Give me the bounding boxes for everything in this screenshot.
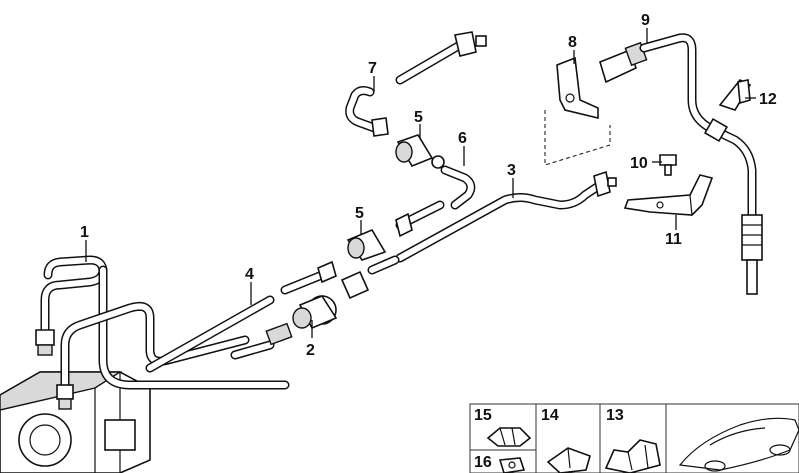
- leader-lines: [85, 28, 756, 338]
- brake-line-1[interactable]: [35, 255, 290, 390]
- callout-3: 3: [507, 162, 516, 179]
- callout-2: 2: [306, 342, 315, 359]
- clip-12[interactable]: [718, 78, 752, 111]
- callout-5-lower: 5: [355, 205, 364, 222]
- vehicle-outline: [678, 417, 799, 472]
- callout-12: 12: [759, 91, 777, 108]
- brake-line-7[interactable]: [345, 31, 487, 137]
- callout-8: 8: [568, 34, 577, 51]
- brake-hose-9[interactable]: [599, 33, 763, 295]
- callout-1: 1: [80, 224, 89, 241]
- coupling-5-upper[interactable]: [395, 134, 445, 169]
- nut-16: [498, 457, 526, 473]
- callout-15: 15: [474, 407, 492, 424]
- bracket-8[interactable]: [544, 56, 611, 166]
- clip-14: [546, 447, 591, 473]
- callout-13: 13: [606, 407, 624, 424]
- brake-line-4[interactable]: [145, 260, 337, 373]
- clip-13: [604, 439, 661, 473]
- detail-box-vehicle[interactable]: [665, 403, 799, 473]
- callout-9: 9: [641, 12, 650, 29]
- callout-7: 7: [368, 60, 377, 77]
- clip-15: [486, 427, 532, 447]
- screw-10[interactable]: [659, 154, 677, 176]
- callout-labels: 1 2 3 4 5 5 6 7 8 9 10 11 12: [80, 12, 777, 359]
- coupling-5-lower[interactable]: [340, 228, 387, 300]
- callout-11: 11: [665, 231, 682, 248]
- callout-10: 10: [630, 155, 648, 172]
- brake-line-3[interactable]: [367, 170, 617, 275]
- coupling-2[interactable]: [292, 295, 338, 330]
- callout-4: 4: [245, 266, 254, 283]
- callout-16: 16: [474, 454, 492, 471]
- callout-5-upper: 5: [414, 109, 423, 126]
- callout-14: 14: [541, 407, 559, 424]
- brake-line-6[interactable]: [395, 165, 476, 238]
- bracket-11[interactable]: [623, 174, 714, 216]
- callout-6: 6: [458, 130, 467, 147]
- detail-boxes: 15 16 14 13: [469, 403, 799, 473]
